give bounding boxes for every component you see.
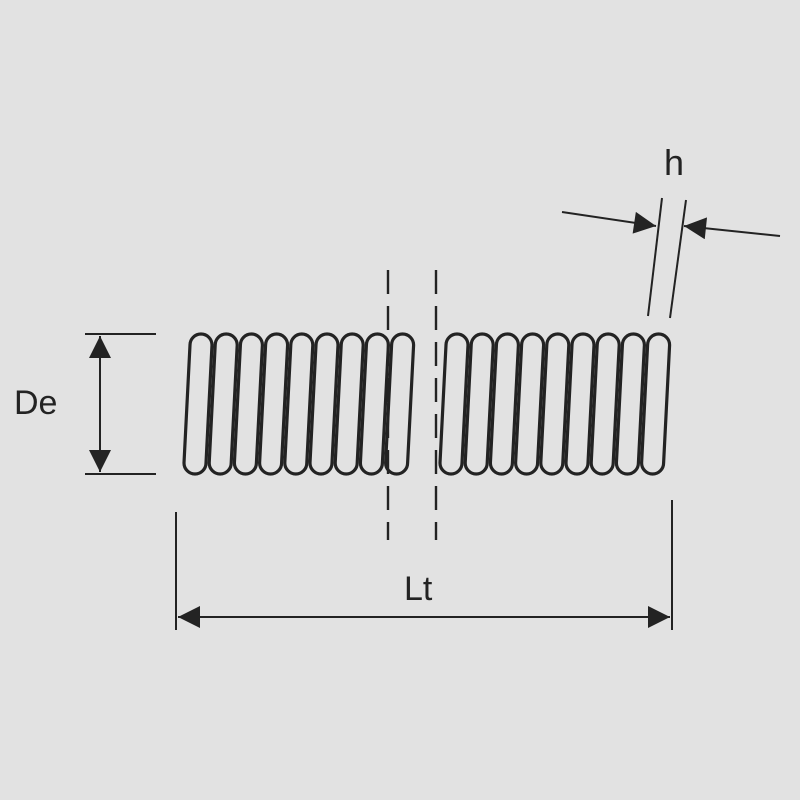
spring-coil [438,332,470,476]
spring-coil [207,332,239,476]
spring-coils-right [438,332,672,476]
spring-coil [539,332,571,476]
spring-coil [283,332,315,476]
thickness-arrow-left [561,211,657,234]
thickness-extension-left [647,197,663,317]
spring-coil [383,332,416,476]
length-label: Lt [404,570,433,608]
spring-coil [513,332,546,476]
spring-coil [463,332,495,476]
spring-coil [589,332,621,476]
spring-coil [308,332,340,476]
length-dimension [175,500,673,630]
spring-coil [232,332,265,476]
spring-coils-left [182,332,416,476]
spring-coil [639,332,672,476]
spring-coil [182,332,214,476]
spring-coil [488,332,521,476]
spring-coil [333,332,365,476]
diameter-label: De [14,384,58,422]
spring-coil [614,332,647,476]
break-lines [386,270,438,540]
spring-coil [564,332,596,476]
spring-coil [358,332,391,476]
thickness-extension-right [669,199,687,319]
diameter-dimension [85,333,156,475]
thickness-label: h [664,142,685,183]
thickness-arrow-right [683,217,781,240]
spring-coil [257,332,290,476]
thickness-dimension [561,197,781,319]
